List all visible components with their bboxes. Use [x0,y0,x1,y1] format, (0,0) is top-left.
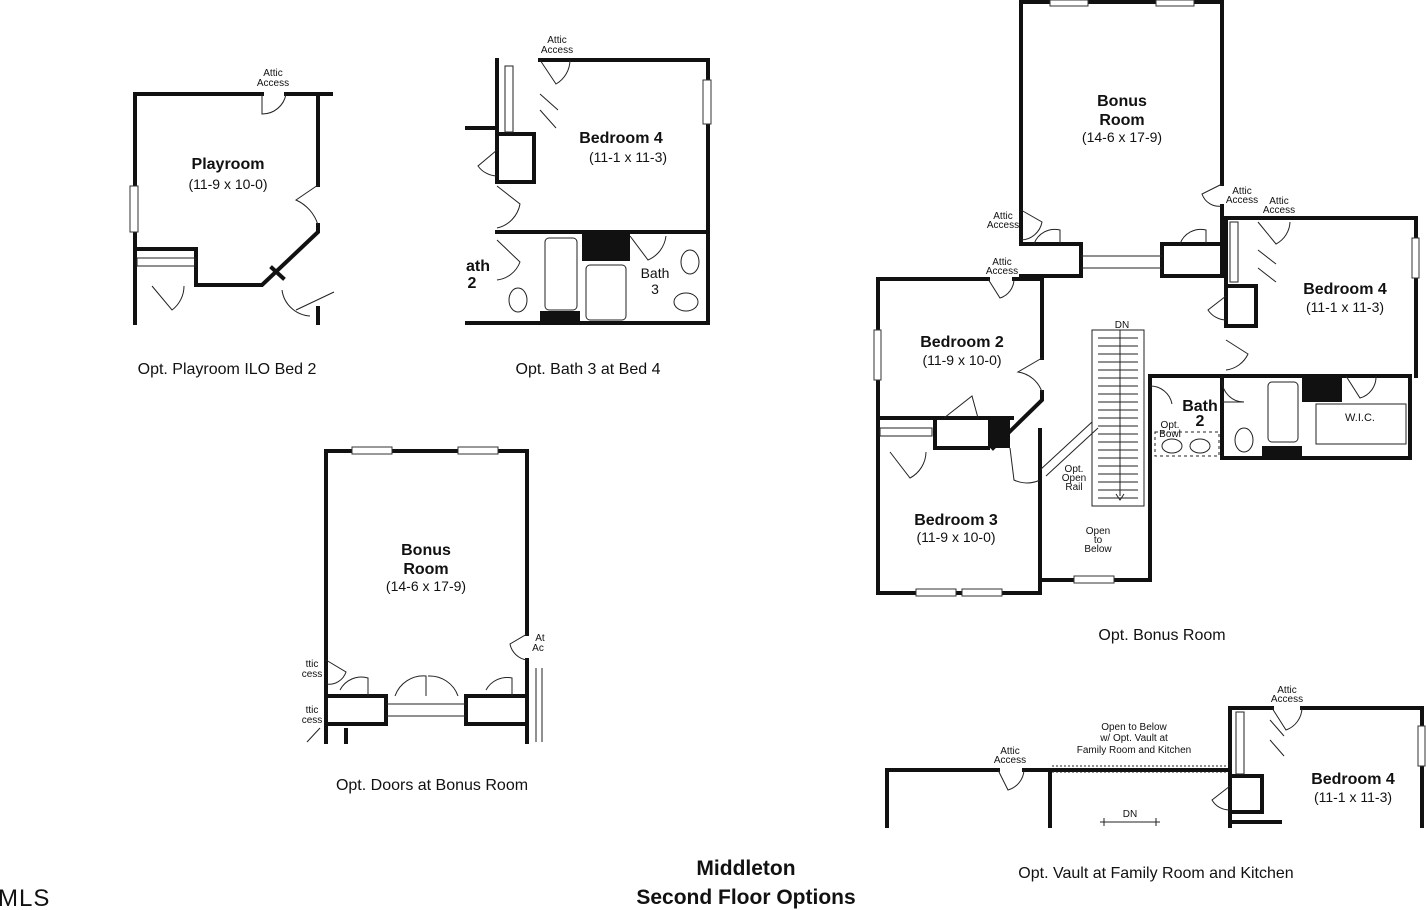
opt-open-rail-label: Rail [1065,482,1082,493]
attic-access-label: Access [1263,205,1295,216]
bonus-room-name: Bonus [401,542,451,559]
mls-watermark: MLS [0,885,50,910]
plan-subtitle: Second Floor Options [636,886,855,909]
attic-access-label: cess [302,715,323,726]
attic-access-label: Access [257,78,289,89]
attic-access-label: ttic [306,659,319,670]
attic-access-label: At [535,633,545,644]
bedroom4-name: Bedroom 4 [579,130,663,147]
bedroom4-dimensions: (11-1 x 11-3) [589,149,667,165]
opt-bowl-label: Opt. [1161,420,1180,431]
bonus-room-name: Bonus [1097,93,1147,110]
bath3-label: Bath [641,265,670,281]
stair-down-label: DN [1115,320,1129,331]
attic-access-label: Attic [992,257,1011,268]
bonus-room-name: Room [1099,112,1144,129]
attic-access-label: Attic [1232,186,1251,197]
open-to-below-label: to [1094,535,1103,546]
bedroom4-dimensions: (11-1 x 11-3) [1314,789,1392,805]
opt-open-rail-label: Opt. [1065,464,1084,475]
bath2-number: 2 [468,275,477,292]
bedroom4-dimensions: (11-1 x 11-3) [1306,299,1384,315]
attic-access-label: Attic [993,211,1012,222]
attic-access-label: Attic [1000,746,1019,757]
attic-access-label: Attic [1269,196,1288,207]
caption-vault: Opt. Vault at Family Room and Kitchen [1018,865,1293,882]
attic-access-label: Access [541,45,573,56]
open-to-below-vault-label: w/ Opt. Vault at [1099,733,1168,744]
bonus-room-option-plan: Attic Access Attic Access Attic Access A… [873,0,1420,644]
bedroom2-name: Bedroom 2 [920,334,1004,351]
caption-bonus-room: Opt. Bonus Room [1098,627,1225,644]
open-to-below-label: Open [1086,526,1110,537]
attic-access-label: Attic [1277,685,1296,696]
attic-access-label: Access [986,266,1018,277]
opt-bowl-label: Bowl [1159,429,1181,440]
open-to-below-label: Below [1084,544,1112,555]
bedroom4-name: Bedroom 4 [1311,771,1395,788]
bedroom3-name: Bedroom 3 [914,512,998,529]
bath2-number: 2 [1196,413,1205,430]
doors-option-plan: At Ac ttic cess ttic cess Bonus Room (14… [302,446,545,794]
bath3-number: 3 [651,281,659,297]
plan-title: Middleton [696,857,795,880]
bonus-room-name: Room [403,561,448,578]
caption-bath3: Opt. Bath 3 at Bed 4 [516,361,661,378]
attic-access-label: Attic [263,68,282,79]
attic-access-label: Access [1271,694,1303,705]
wic-label: W.I.C. [1345,412,1375,424]
bonus-room-dimensions: (14-6 x 17-9) [386,578,466,594]
attic-access-label: Attic [547,35,566,46]
opt-open-rail-label: Open [1062,473,1086,484]
bedroom3-dimensions: (11-9 x 10-0) [916,529,995,545]
playroom-name: Playroom [192,156,265,173]
bedroom4-name: Bedroom 4 [1303,281,1387,298]
bath2-label: ath [466,258,490,275]
caption-doors-bonus: Opt. Doors at Bonus Room [336,777,528,794]
stair-treads [1098,337,1138,499]
attic-access-label: Access [994,755,1026,766]
bath3-option-plan: Attic Access Bedroom 4 (11-1 x 11-3) ath… [465,35,712,378]
attic-access-label: ttic [306,705,319,716]
attic-access-label: Access [987,220,1019,231]
playroom-option-plan: Attic Access Playroom (11-9 x 10-0) Opt.… [129,68,335,378]
attic-access-label: Ac [532,643,544,654]
bonus-room-dimensions: (14-6 x 17-9) [1082,129,1162,145]
attic-access-label: cess [302,669,323,680]
playroom-dimensions: (11-9 x 10-0) [188,176,267,192]
attic-access-label: Access [1226,195,1258,206]
vault-option-plan: Attic Access Attic Access Open to Below … [885,685,1426,882]
open-to-below-vault-label: Open to Below [1101,722,1167,733]
bedroom2-dimensions: (11-9 x 10-0) [922,352,1001,368]
bath2-label: Bath [1182,398,1218,415]
stair-down-label: DN [1123,809,1137,820]
open-to-below-vault-label: Family Room and Kitchen [1077,745,1192,756]
caption-playroom: Opt. Playroom ILO Bed 2 [138,361,317,378]
